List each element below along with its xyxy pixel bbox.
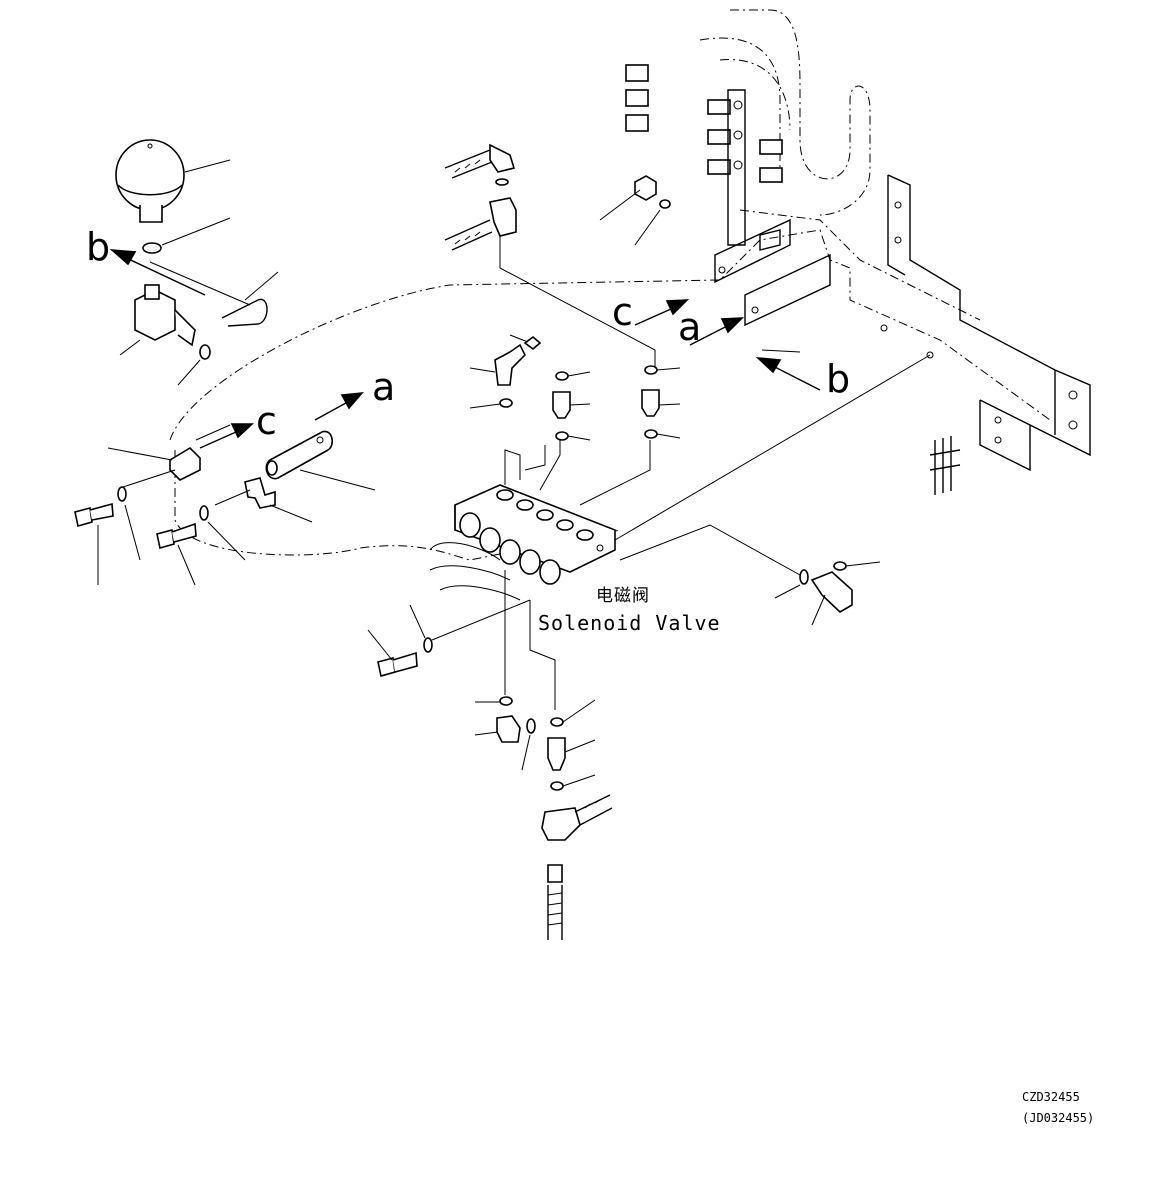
right-elbow-valve — [774, 561, 881, 626]
frame-outline — [169, 9, 1051, 561]
solenoid-label-cn: 电磁阀 — [596, 586, 650, 606]
reference-arrows — [109, 248, 821, 449]
ref-letter-b-left: b — [86, 225, 110, 269]
lower-fittings — [474, 570, 613, 940]
drawing-code-alt: (JD032455) — [1022, 1111, 1094, 1125]
drawing-code: CZD32455 — [1022, 1090, 1080, 1104]
ref-letter-c-left: c — [256, 399, 277, 443]
solenoid-label-en: Solenoid Valve — [538, 611, 721, 635]
solenoid-valve-bank — [429, 354, 931, 601]
valve-top-fittings — [469, 334, 681, 441]
connector-cluster — [625, 64, 831, 327]
ref-letter-b-right: b — [826, 357, 850, 401]
ref-letter-c-right: c — [612, 290, 633, 334]
left-hardware — [74, 424, 531, 678]
upper-hose-fittings — [444, 143, 671, 370]
mounting-bracket — [880, 174, 1091, 495]
accumulator — [115, 139, 279, 386]
ref-letter-a-right: a — [678, 305, 701, 349]
reference-letter-group: b c a c a b — [86, 225, 850, 443]
ref-letter-a-left: a — [372, 365, 395, 409]
